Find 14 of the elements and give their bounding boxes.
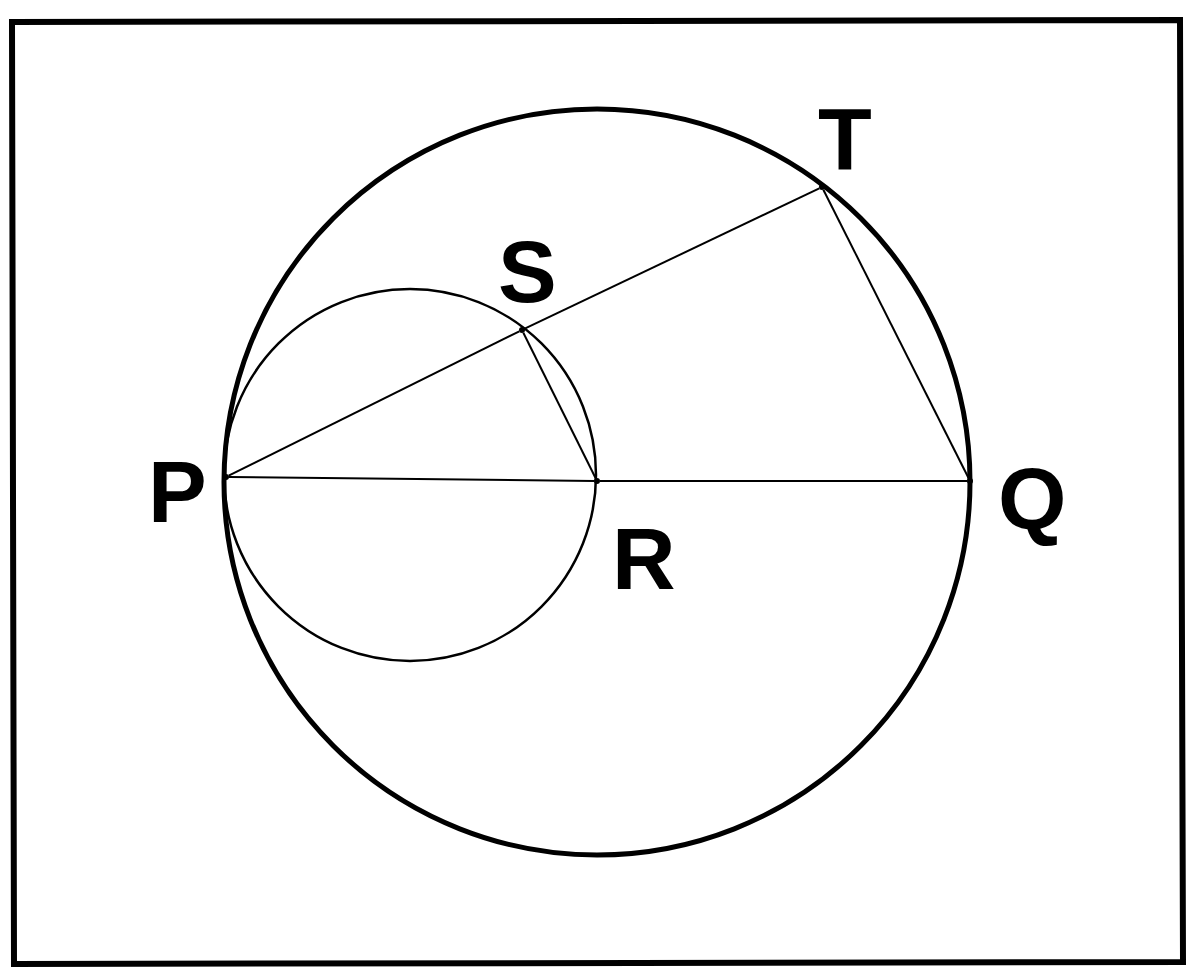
point-label: R	[612, 515, 676, 603]
point-label: S	[498, 228, 557, 316]
line-segment	[523, 187, 821, 330]
line-segment	[599, 480, 968, 482]
point-dot	[819, 184, 825, 190]
line-segment	[227, 330, 521, 477]
point-dot	[519, 327, 525, 333]
line-segment	[522, 331, 597, 480]
point-dot	[223, 474, 229, 480]
point-label: T	[818, 95, 872, 183]
line-segment	[822, 188, 970, 480]
point-dot	[594, 478, 600, 484]
line-segment	[228, 476, 595, 482]
point-label: P	[148, 448, 207, 536]
